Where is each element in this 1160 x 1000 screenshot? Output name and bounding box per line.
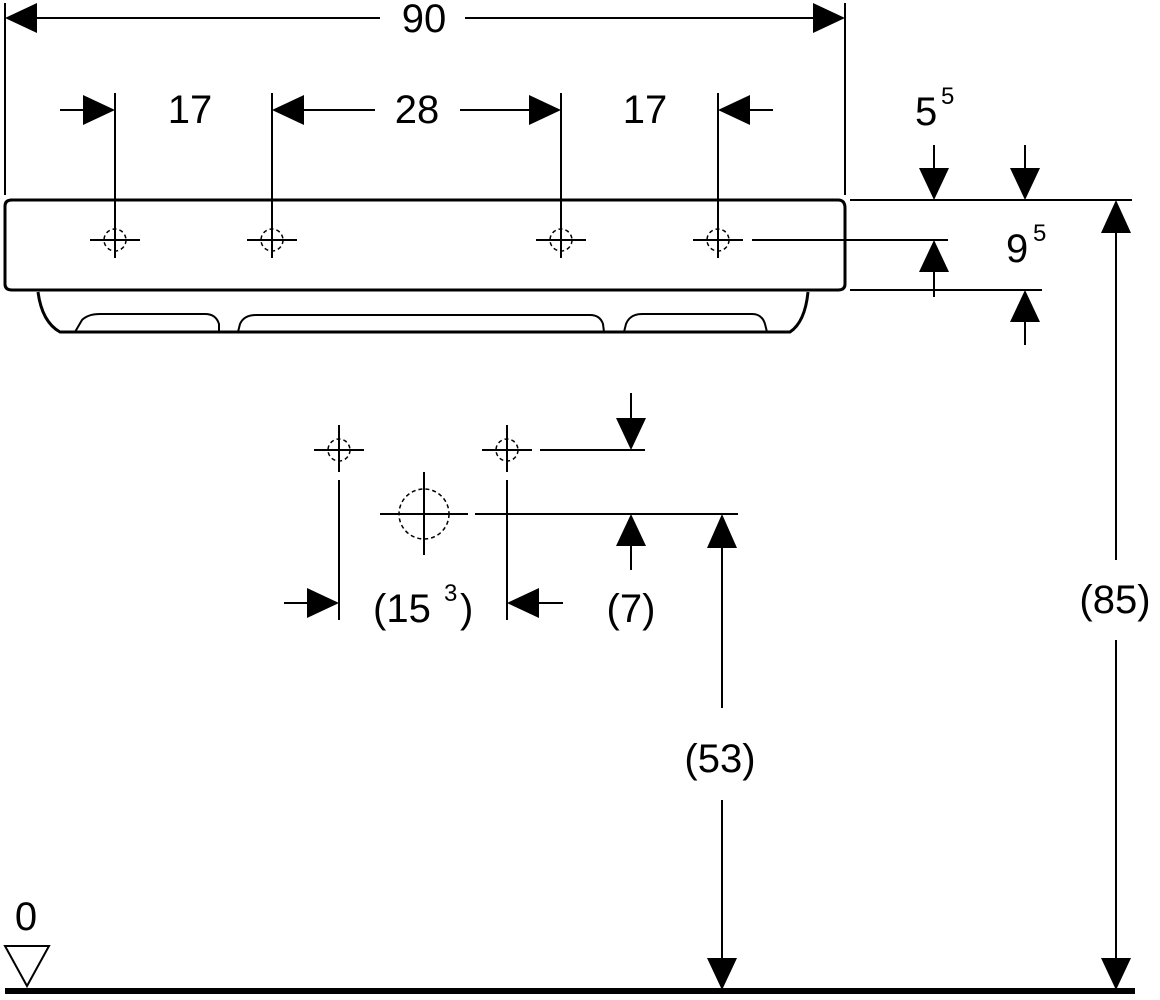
arrow-left-icon <box>718 95 750 125</box>
arrow-up-icon <box>616 514 646 546</box>
tap-hole-marker <box>247 228 297 252</box>
arrow-up-icon <box>1010 290 1040 322</box>
waste-outlet-layout: (7) (15 3 ) <box>284 393 738 631</box>
arrow-right-icon <box>813 3 845 33</box>
hole-spacing-middle-label: 28 <box>395 88 440 132</box>
arrow-down-icon <box>1010 168 1040 200</box>
arrow-down-icon <box>707 958 737 990</box>
arrow-right-icon <box>307 588 339 618</box>
fixing-point-marker <box>482 425 532 472</box>
overall-height-dimension: (85) <box>1079 200 1151 990</box>
arrow-up-icon <box>919 240 949 272</box>
tap-hole-marker <box>536 228 586 252</box>
arrow-right-icon <box>83 95 115 125</box>
fixing-spacing-superscript: 3 <box>444 580 457 607</box>
floor-level: 0 <box>3 895 1135 994</box>
hole-spacing-dimensions: 17 28 17 <box>60 88 773 258</box>
hole-edge-offset-label: 5 <box>915 90 937 134</box>
total-width-dimension: 90 <box>4 0 846 195</box>
arrow-right-icon <box>529 95 561 125</box>
rim-thickness-label: 9 <box>1006 227 1028 271</box>
arrow-left-icon <box>5 3 37 33</box>
arrow-left-icon <box>507 588 539 618</box>
arrow-up-icon <box>1101 200 1131 233</box>
overall-height-label: (85) <box>1079 578 1150 622</box>
waste-offset-label: (7) <box>607 587 656 631</box>
waste-height-dimension: (53) <box>684 514 756 990</box>
washbasin-front-view <box>3 198 847 334</box>
floor-level-label: 0 <box>15 895 37 939</box>
arrow-up-icon <box>707 514 737 548</box>
level-triangle-icon <box>3 945 51 989</box>
arrow-down-icon <box>1101 958 1131 990</box>
hole-spacing-left-label: 17 <box>168 88 213 132</box>
total-width-label: 90 <box>402 0 447 41</box>
arrow-left-icon <box>272 95 304 125</box>
tap-hole-marker <box>693 228 743 252</box>
waste-outlet-marker <box>380 472 468 555</box>
waste-height-label: (53) <box>684 737 755 781</box>
hole-edge-offset-superscript: 5 <box>941 83 954 110</box>
rim-dimensions: 5 5 9 5 <box>752 83 1132 345</box>
fixing-point-marker <box>314 425 364 472</box>
tap-hole-marker <box>90 228 140 252</box>
fixing-spacing-label: (15 <box>373 587 431 631</box>
hole-spacing-right-label: 17 <box>623 88 668 132</box>
fixing-spacing-close-paren: ) <box>460 587 473 631</box>
arrow-down-icon <box>616 418 646 450</box>
rim-thickness-superscript: 5 <box>1033 220 1046 247</box>
arrow-down-icon <box>919 168 949 200</box>
